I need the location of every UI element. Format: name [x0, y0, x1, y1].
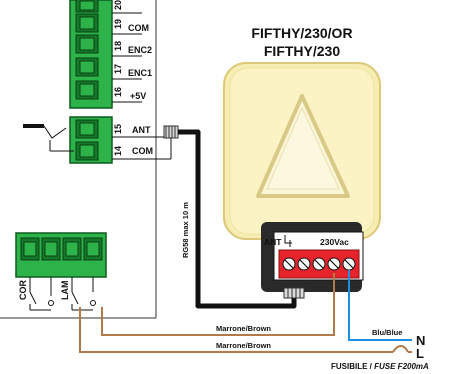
antenna-input-symbol — [23, 124, 74, 152]
terminal-label-enc1: ENC1 — [128, 68, 152, 78]
terminal-label-com-19: COM — [128, 23, 149, 33]
brown-wire-2-label: Marrone/Brown — [216, 341, 271, 350]
relay-contact-lam — [71, 277, 96, 311]
rg58-coax-cable — [178, 129, 297, 309]
terminal-screw-18[interactable] — [75, 34, 99, 54]
terminal-screw-lam-2[interactable] — [83, 237, 103, 261]
lamp-model-title-1: FIFTHY/230/OR — [251, 25, 352, 41]
terminal-number-16: 16 — [113, 87, 123, 97]
lamp-terminal-board — [261, 222, 364, 299]
lam-label: LAM — [60, 281, 70, 301]
lamp-voltage-label: 230Vac — [320, 237, 349, 247]
fuse-symbol — [392, 345, 412, 353]
lamp-terminal-screw-5[interactable] — [342, 257, 356, 271]
terminal-label-ant: ANT — [132, 125, 151, 135]
terminal-label-5v: +5V — [130, 91, 146, 101]
fuse-label: FUSIBILE / FUSE F200mA — [331, 362, 429, 371]
terminal-screw-16[interactable] — [75, 80, 99, 100]
terminal-number-18: 18 — [113, 41, 123, 51]
lamp-model-title-2: FIFTHY/230 — [264, 43, 340, 59]
coax-connector-board — [158, 125, 179, 160]
fuse-label-it: FUSIBILE / — [331, 362, 374, 371]
lamp-triangle-icon — [256, 94, 350, 198]
lamp-terminal-screw-3[interactable] — [312, 257, 326, 271]
terminal-screw-20[interactable] — [75, 0, 99, 13]
flashing-lamp — [223, 62, 381, 240]
lamp-terminal-screw-1[interactable] — [282, 257, 296, 271]
relay-contact-cor — [29, 277, 54, 311]
fuse-label-en: FUSE F200mA — [374, 362, 429, 371]
terminal-screw-17[interactable] — [75, 57, 99, 77]
blue-neutral-wire — [348, 270, 412, 341]
brown-wire-2 — [79, 307, 393, 353]
terminal-screw-15[interactable] — [75, 119, 99, 139]
terminal-number-14: 14 — [113, 146, 123, 156]
lamp-terminal-screw-2[interactable] — [297, 257, 311, 271]
terminal-label-com-14: COM — [132, 146, 153, 156]
terminal-block-top — [69, 0, 142, 109]
terminal-screw-19[interactable] — [75, 13, 99, 33]
cor-label: COR — [18, 280, 28, 301]
terminal-number-15: 15 — [113, 124, 123, 134]
terminal-number-20: 20 — [113, 0, 123, 10]
terminal-screw-lam-1[interactable] — [62, 237, 82, 261]
lamp-ant-label: ANT — [264, 237, 282, 247]
blue-wire-label: Blu/Blue — [372, 328, 402, 337]
neutral-label: N — [416, 333, 425, 348]
terminal-number-19: 19 — [113, 19, 123, 29]
terminal-label-enc2: ENC2 — [128, 45, 152, 55]
lamp-terminal-screw-4[interactable] — [327, 257, 341, 271]
terminal-number-17: 17 — [113, 64, 123, 74]
terminal-screw-cor-2[interactable] — [41, 237, 61, 261]
live-label: L — [416, 346, 424, 361]
brown-wire-1-label: Marrone/Brown — [216, 324, 271, 333]
terminal-screw-14[interactable] — [75, 141, 99, 161]
terminal-block-bottom — [15, 232, 107, 278]
brown-wire-1 — [101, 273, 335, 336]
terminal-block-antenna — [69, 116, 158, 164]
cable-length-label: RG58 max 10 m — [181, 202, 190, 258]
terminal-screw-cor-1[interactable] — [20, 237, 40, 261]
